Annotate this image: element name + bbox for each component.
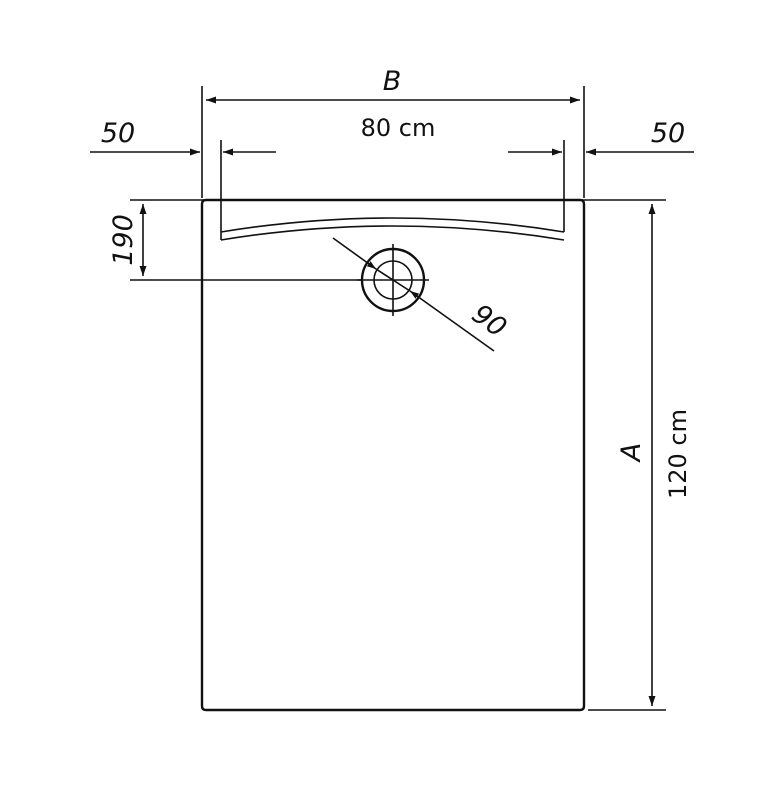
drain-diameter-value: 90 (466, 298, 512, 343)
length-value: 120 cm (664, 409, 692, 499)
left-margin-value: 50 (101, 118, 135, 149)
width-dimension (201, 86, 585, 198)
right-margin-value: 50 (651, 118, 685, 149)
drain-diameter-dimension (332, 237, 495, 352)
width-symbol: B (383, 66, 402, 97)
width-value: 80 cm (361, 114, 436, 142)
drain-offset-dimension (130, 204, 362, 281)
splash-edge (220, 140, 565, 241)
length-symbol: A (616, 443, 647, 463)
drain-offset-value: 190 (108, 214, 139, 266)
tray-outline (200, 198, 586, 712)
